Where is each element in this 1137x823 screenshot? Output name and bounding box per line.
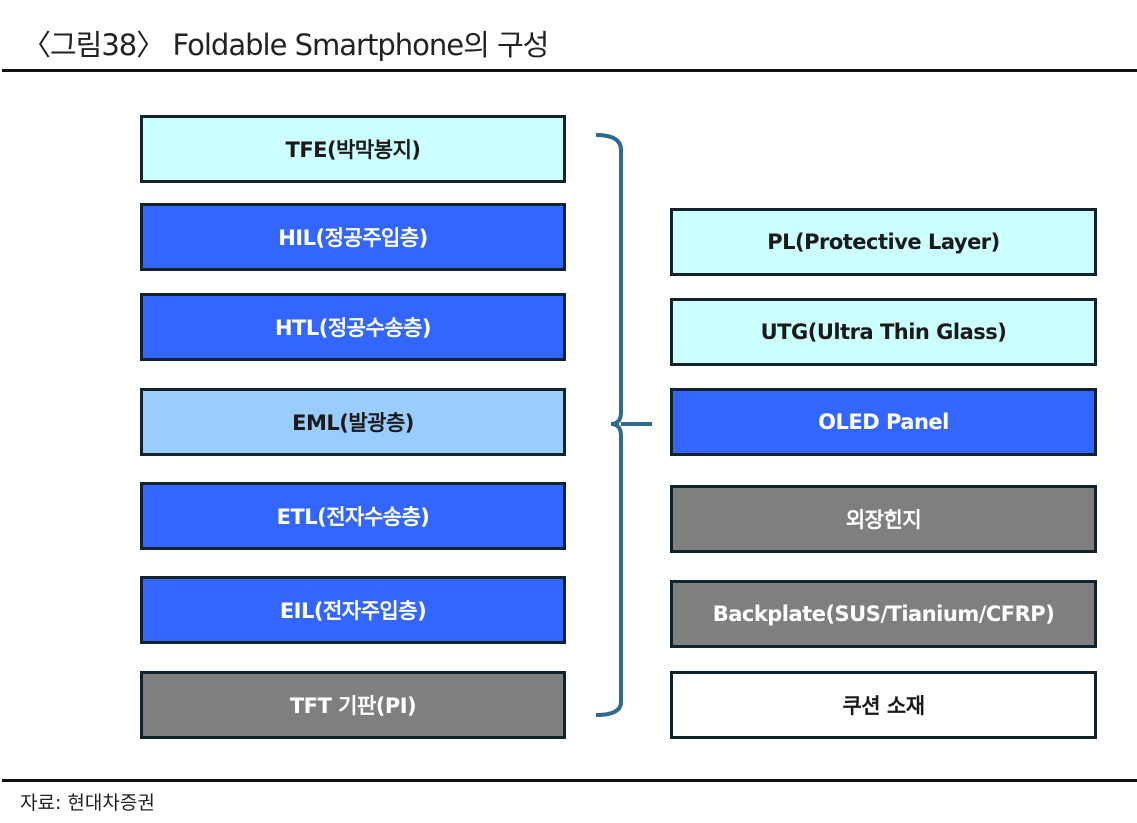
layer-cushion: 쿠션 소재 [670, 671, 1097, 739]
title-divider [2, 69, 1137, 72]
layer-tfe: TFE(박막봉지) [140, 115, 566, 183]
bottom-divider [2, 779, 1137, 782]
layer-eml: EML(발광층) [140, 388, 566, 456]
layer-htl: HTL(정공수송층) [140, 293, 566, 361]
layer-hinge: 외장힌지 [670, 485, 1097, 553]
figure-title: 〈그림38〉 Foldable Smartphone의 구성 [22, 28, 549, 62]
layer-hil: HIL(정공주입층) [140, 203, 566, 271]
layer-oled-panel: OLED Panel [670, 388, 1097, 456]
layer-eil: EIL(전자주입층) [140, 576, 566, 644]
layer-etl: ETL(전자수송층) [140, 482, 566, 550]
layer-pl: PL(Protective Layer) [670, 208, 1097, 276]
source-note: 자료: 현대차증권 [20, 792, 155, 814]
layer-backplate: Backplate(SUS/Tianium/CFRP) [670, 580, 1097, 648]
layer-utg: UTG(Ultra Thin Glass) [670, 298, 1097, 366]
layer-tft: TFT 기판(PI) [140, 671, 566, 739]
